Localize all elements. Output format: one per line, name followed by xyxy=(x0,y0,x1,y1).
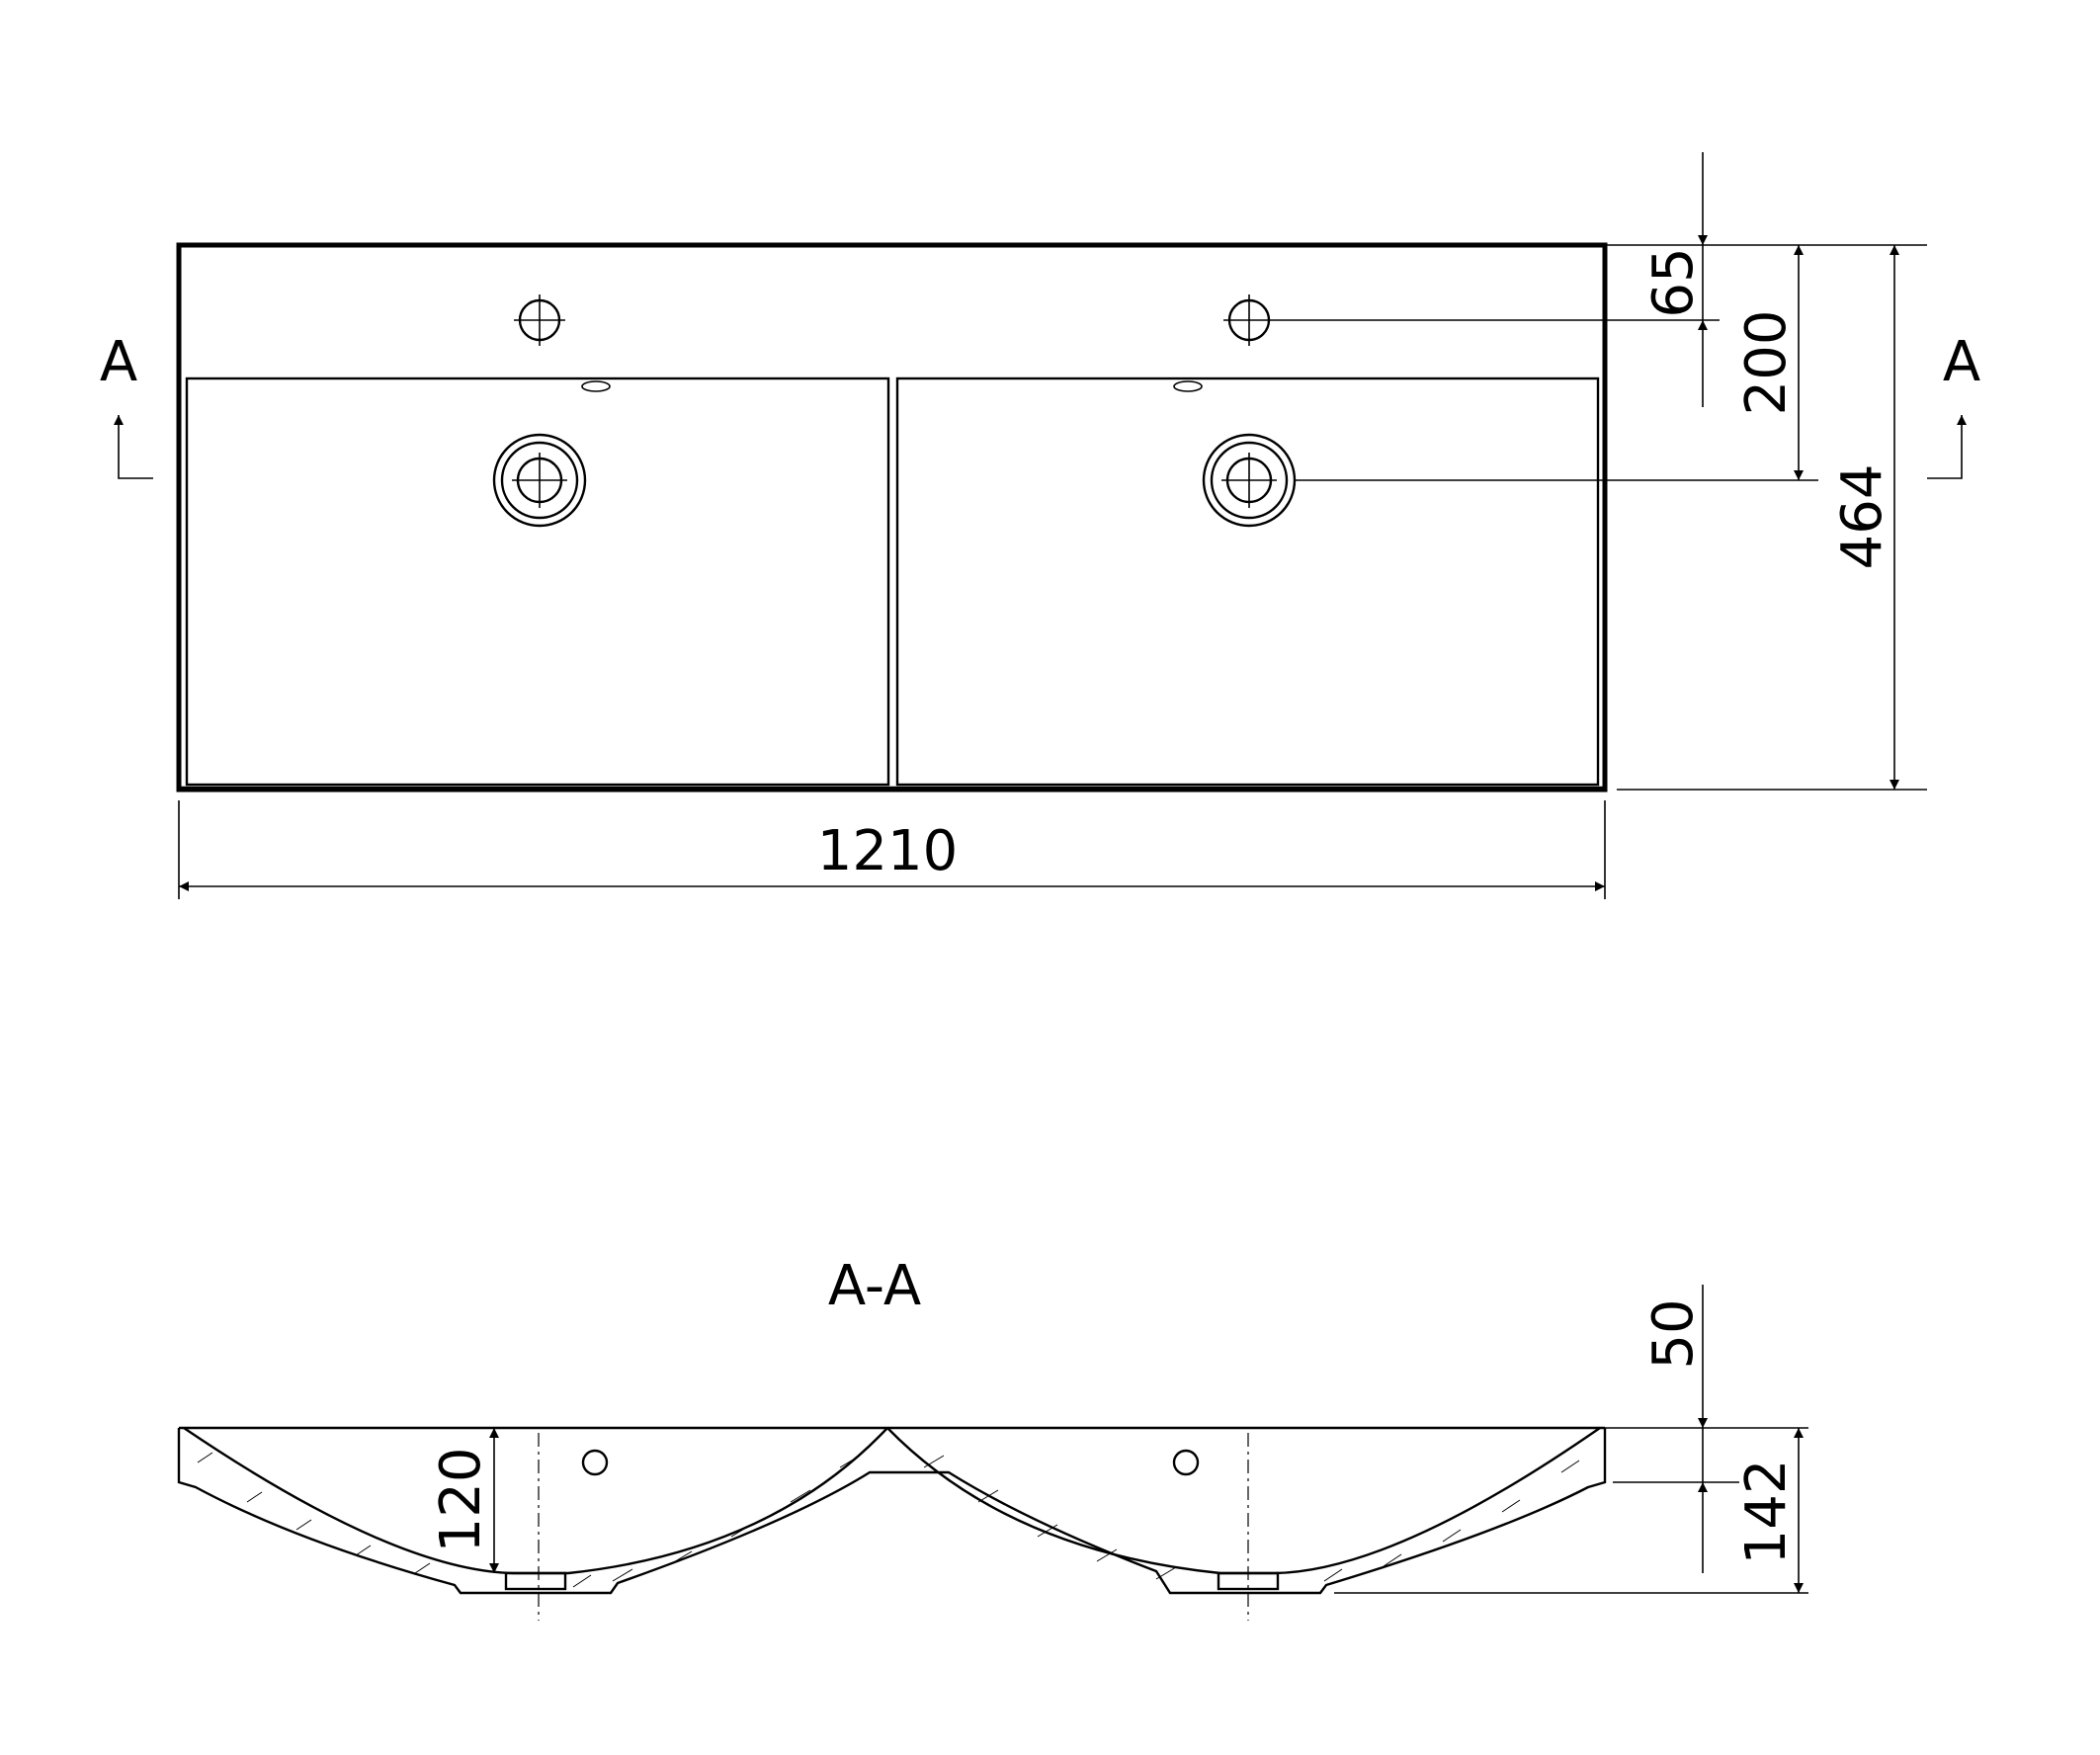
section-marker-left-label: A xyxy=(100,330,137,394)
section-title: A-A xyxy=(828,1254,921,1318)
dim-200-label: 200 xyxy=(1734,310,1799,416)
dim-50-label: 50 xyxy=(1641,1298,1706,1369)
dim-1210-label: 1210 xyxy=(817,819,959,883)
left-overflow-icon xyxy=(581,380,611,392)
right-tap-section-icon xyxy=(1172,1449,1200,1476)
section-marker-left: A xyxy=(100,330,153,479)
right-bowl-curve xyxy=(886,1427,1601,1575)
left-drain-icon xyxy=(492,433,587,528)
right-tap-hole-icon xyxy=(1223,294,1275,346)
left-tap-hole-icon xyxy=(514,294,565,346)
section-marker-right-label: A xyxy=(1943,330,1980,394)
dim-120-label: 120 xyxy=(429,1448,493,1553)
right-overflow-icon xyxy=(1173,380,1203,392)
section-marker-right: A xyxy=(1927,330,1980,479)
left-tap-section-icon xyxy=(581,1449,609,1476)
dim-65-label: 65 xyxy=(1641,247,1706,317)
top-view: 65 200 464 1210 A A xyxy=(100,152,1980,899)
right-bowl-outline xyxy=(895,376,1600,787)
left-bowl-outline xyxy=(185,376,890,787)
left-drain-section xyxy=(504,1571,567,1591)
right-drain-icon xyxy=(1202,433,1297,528)
dim-464-label: 464 xyxy=(1830,464,1894,570)
section-view: A-A xyxy=(177,1254,1808,1621)
dim-142-label: 142 xyxy=(1734,1460,1799,1565)
section-body-outer xyxy=(177,1428,1607,1595)
basin-outline xyxy=(176,242,1608,793)
section-hatch xyxy=(197,1452,1580,1588)
left-bowl-curve xyxy=(183,1427,888,1575)
